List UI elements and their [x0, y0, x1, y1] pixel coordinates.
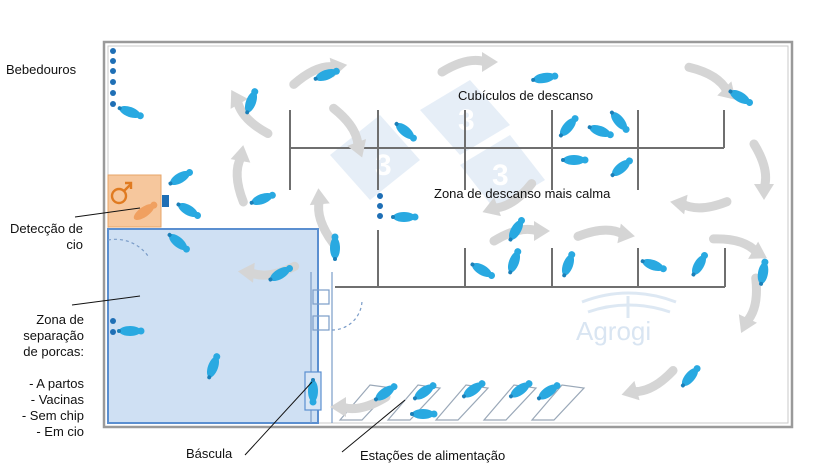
drinker-icon: [110, 48, 383, 335]
separation-label-line1: Zona de: [36, 312, 84, 327]
separation-item-4: - Em cio: [36, 424, 84, 439]
separation-label-line3: de porcas:: [23, 344, 84, 359]
boar-icon: [133, 201, 158, 221]
agrogi-logo-text: Agrogi: [576, 316, 651, 346]
separation-label-line2: separação: [23, 328, 84, 343]
badge-digit-1: 3: [375, 149, 392, 182]
quiet-zone-stalls: [335, 230, 726, 288]
leader-lines: [71, 207, 406, 456]
outer-pen: [102, 40, 794, 429]
separation-item-3: - Sem chip: [21, 408, 84, 423]
separation-zone: [107, 228, 319, 424]
badge-digit-3: 3: [492, 159, 509, 192]
boar-pen: [107, 174, 162, 228]
drinkers-label: Bebedouros: [6, 62, 77, 77]
agrogi-logo: Agrogi: [576, 291, 677, 346]
male-symbol-icon: [110, 181, 133, 205]
separation-item-1: - A partos: [29, 376, 84, 391]
scale-label: Báscula: [186, 446, 233, 461]
quiet-zone-label: Zona de descanso mais calma: [434, 186, 611, 201]
cubicles-label: Cubículos de descanso: [458, 88, 594, 103]
separation-zone-label: Zona de separação de porcas: - A partos …: [0, 312, 84, 440]
badge-digit-2: 3: [458, 104, 475, 137]
heat-detection-label-line2: cio: [66, 237, 83, 252]
heat-detection-label-line1: Detecção de: [10, 221, 83, 236]
heat-detection-label: Detecção de cio: [0, 221, 83, 253]
feeding-stations: [338, 384, 586, 421]
heat-detection-gate: [162, 195, 169, 207]
separation-item-2: - Vacinas: [30, 392, 84, 407]
feeding-stations-label: Estações de alimentação: [360, 448, 506, 463]
